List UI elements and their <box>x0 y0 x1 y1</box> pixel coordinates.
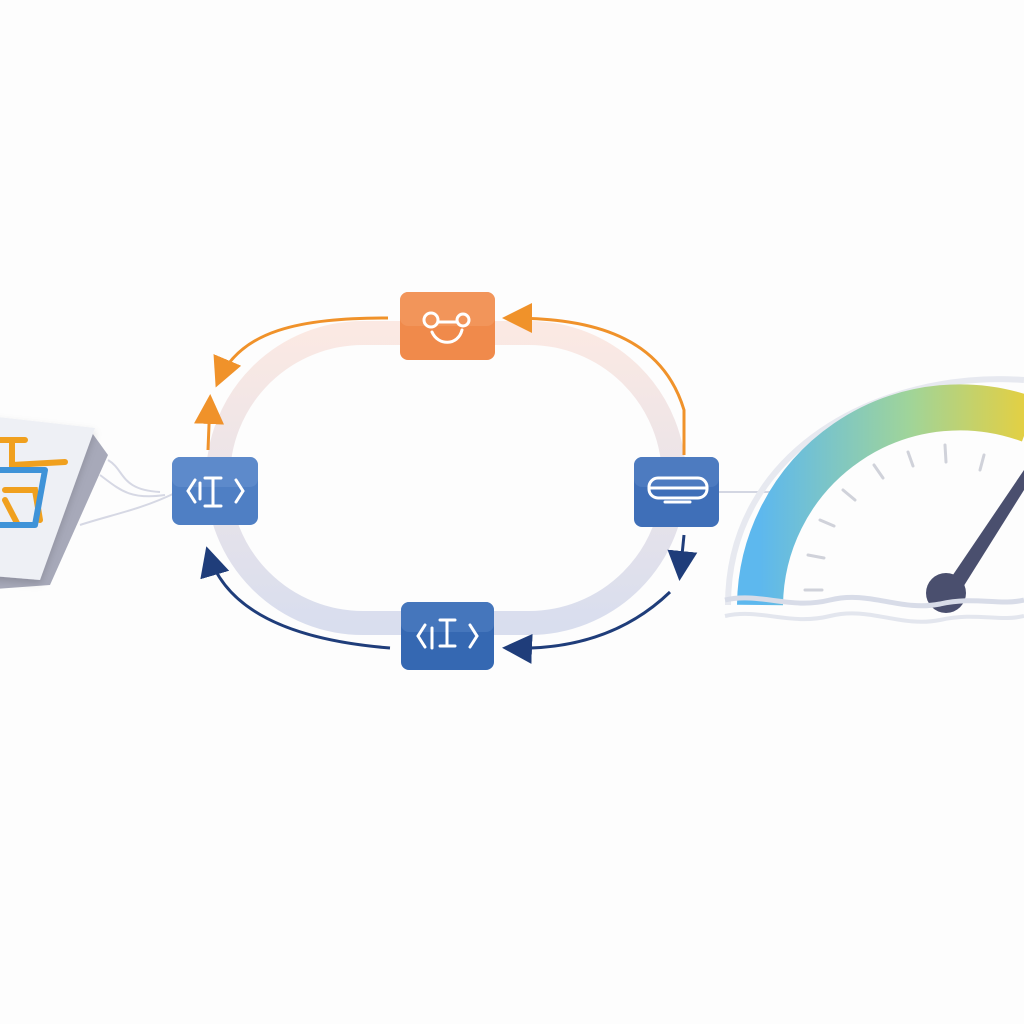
arrow-left-to-top <box>194 394 225 451</box>
speedometer-gauge-icon <box>724 376 1024 624</box>
code-bracket-icon <box>186 476 245 508</box>
node-right[interactable] <box>634 457 719 527</box>
gauge-needle <box>940 470 1024 600</box>
link-person-icon <box>422 311 471 344</box>
flowchart-card-icon <box>0 417 176 589</box>
arrow-bottom-to-left <box>200 546 391 650</box>
arrow-top-to-left <box>213 316 389 388</box>
cycle-ring <box>206 321 686 635</box>
arrow-right-down <box>667 534 698 581</box>
lower-cycle-arrows <box>200 534 698 664</box>
code-block-icon <box>416 618 479 650</box>
toggle-panel-icon <box>647 476 709 504</box>
arrow-right-to-bottom <box>502 590 672 664</box>
upper-cycle-arrows <box>194 303 686 455</box>
node-left[interactable] <box>172 457 258 525</box>
arrow-right-to-top <box>502 303 686 455</box>
node-bottom[interactable] <box>401 602 494 670</box>
node-top[interactable] <box>400 292 495 360</box>
